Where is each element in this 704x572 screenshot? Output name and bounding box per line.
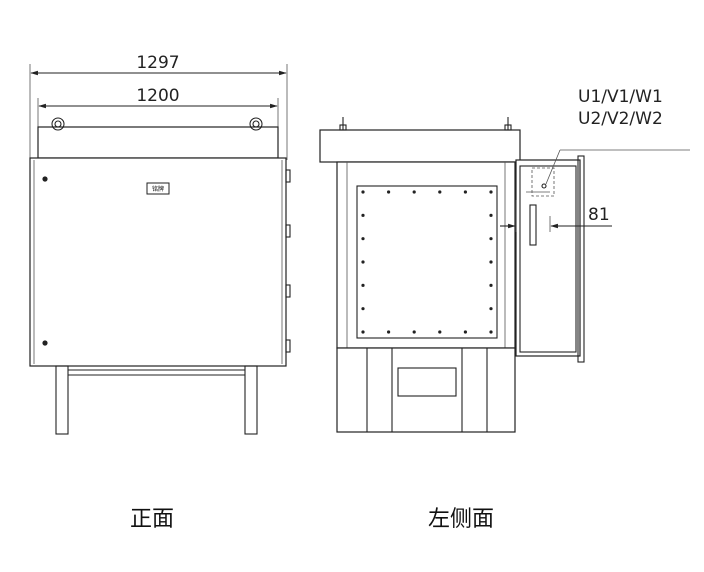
- hinge: [285, 224, 291, 238]
- panel-bolt: [361, 260, 365, 264]
- inner-width-label: 1200: [136, 86, 179, 106]
- side-view: U1/V1/W1 U2/V2/W2 81 左侧面: [319, 87, 690, 532]
- panel-bolts: [361, 190, 493, 334]
- hinge: [285, 284, 291, 298]
- lifting-eye-right: [249, 117, 263, 131]
- lock-top: [42, 176, 48, 182]
- panel-bolt: [361, 283, 365, 287]
- panel-bolt: [489, 190, 493, 194]
- panel-bolt: [361, 330, 365, 334]
- lifting-eye-left: [51, 117, 65, 131]
- panel-bolt: [463, 190, 467, 194]
- panel-bolt: [361, 237, 365, 241]
- front-stand: [55, 365, 258, 435]
- front-view: 1297 1200: [29, 53, 291, 532]
- front-roof: [37, 126, 279, 159]
- panel-bolt: [438, 190, 442, 194]
- dimension-inner-width: 1200: [37, 86, 279, 128]
- panel-bolt: [489, 237, 493, 241]
- overall-width-label: 1297: [136, 53, 179, 73]
- dimension-depth: 81: [500, 200, 612, 232]
- panel-bolt: [463, 330, 467, 334]
- side-base: [336, 347, 516, 433]
- side-roof: [319, 129, 521, 163]
- terminal-label: U1/V1/W1 U2/V2/W2: [545, 87, 690, 185]
- front-view-caption: 正面: [130, 507, 174, 532]
- panel-bolt: [412, 330, 416, 334]
- panel-bolt: [489, 330, 493, 334]
- terminal-label-line1: U1/V1/W1: [578, 87, 663, 107]
- lock-bottom: [42, 340, 48, 346]
- nameplate: 铭牌: [146, 182, 170, 195]
- hinge: [285, 339, 291, 353]
- panel-bolt: [361, 307, 365, 311]
- panel-bolt: [489, 307, 493, 311]
- panel-bolt: [489, 260, 493, 264]
- hinge: [285, 169, 291, 183]
- panel-bolt: [412, 190, 416, 194]
- terminal-box: [515, 155, 585, 363]
- panel-bolt: [489, 283, 493, 287]
- depth-label: 81: [588, 205, 610, 225]
- panel-bolt: [387, 190, 391, 194]
- panel-bolt: [361, 190, 365, 194]
- panel-bolt: [387, 330, 391, 334]
- dimension-overall-width: 1297: [29, 53, 288, 160]
- lifting-bolt-right: [504, 117, 512, 131]
- lifting-bolt-left: [339, 117, 347, 131]
- nameplate-text: 铭牌: [152, 185, 164, 193]
- side-view-caption: 左侧面: [428, 507, 494, 532]
- panel-bolt: [489, 213, 493, 217]
- terminal-label-line2: U2/V2/W2: [578, 109, 663, 129]
- bolted-panel: [356, 185, 498, 339]
- panel-bolt: [361, 213, 365, 217]
- side-cabinet-body: [336, 161, 516, 349]
- panel-bolt: [438, 330, 442, 334]
